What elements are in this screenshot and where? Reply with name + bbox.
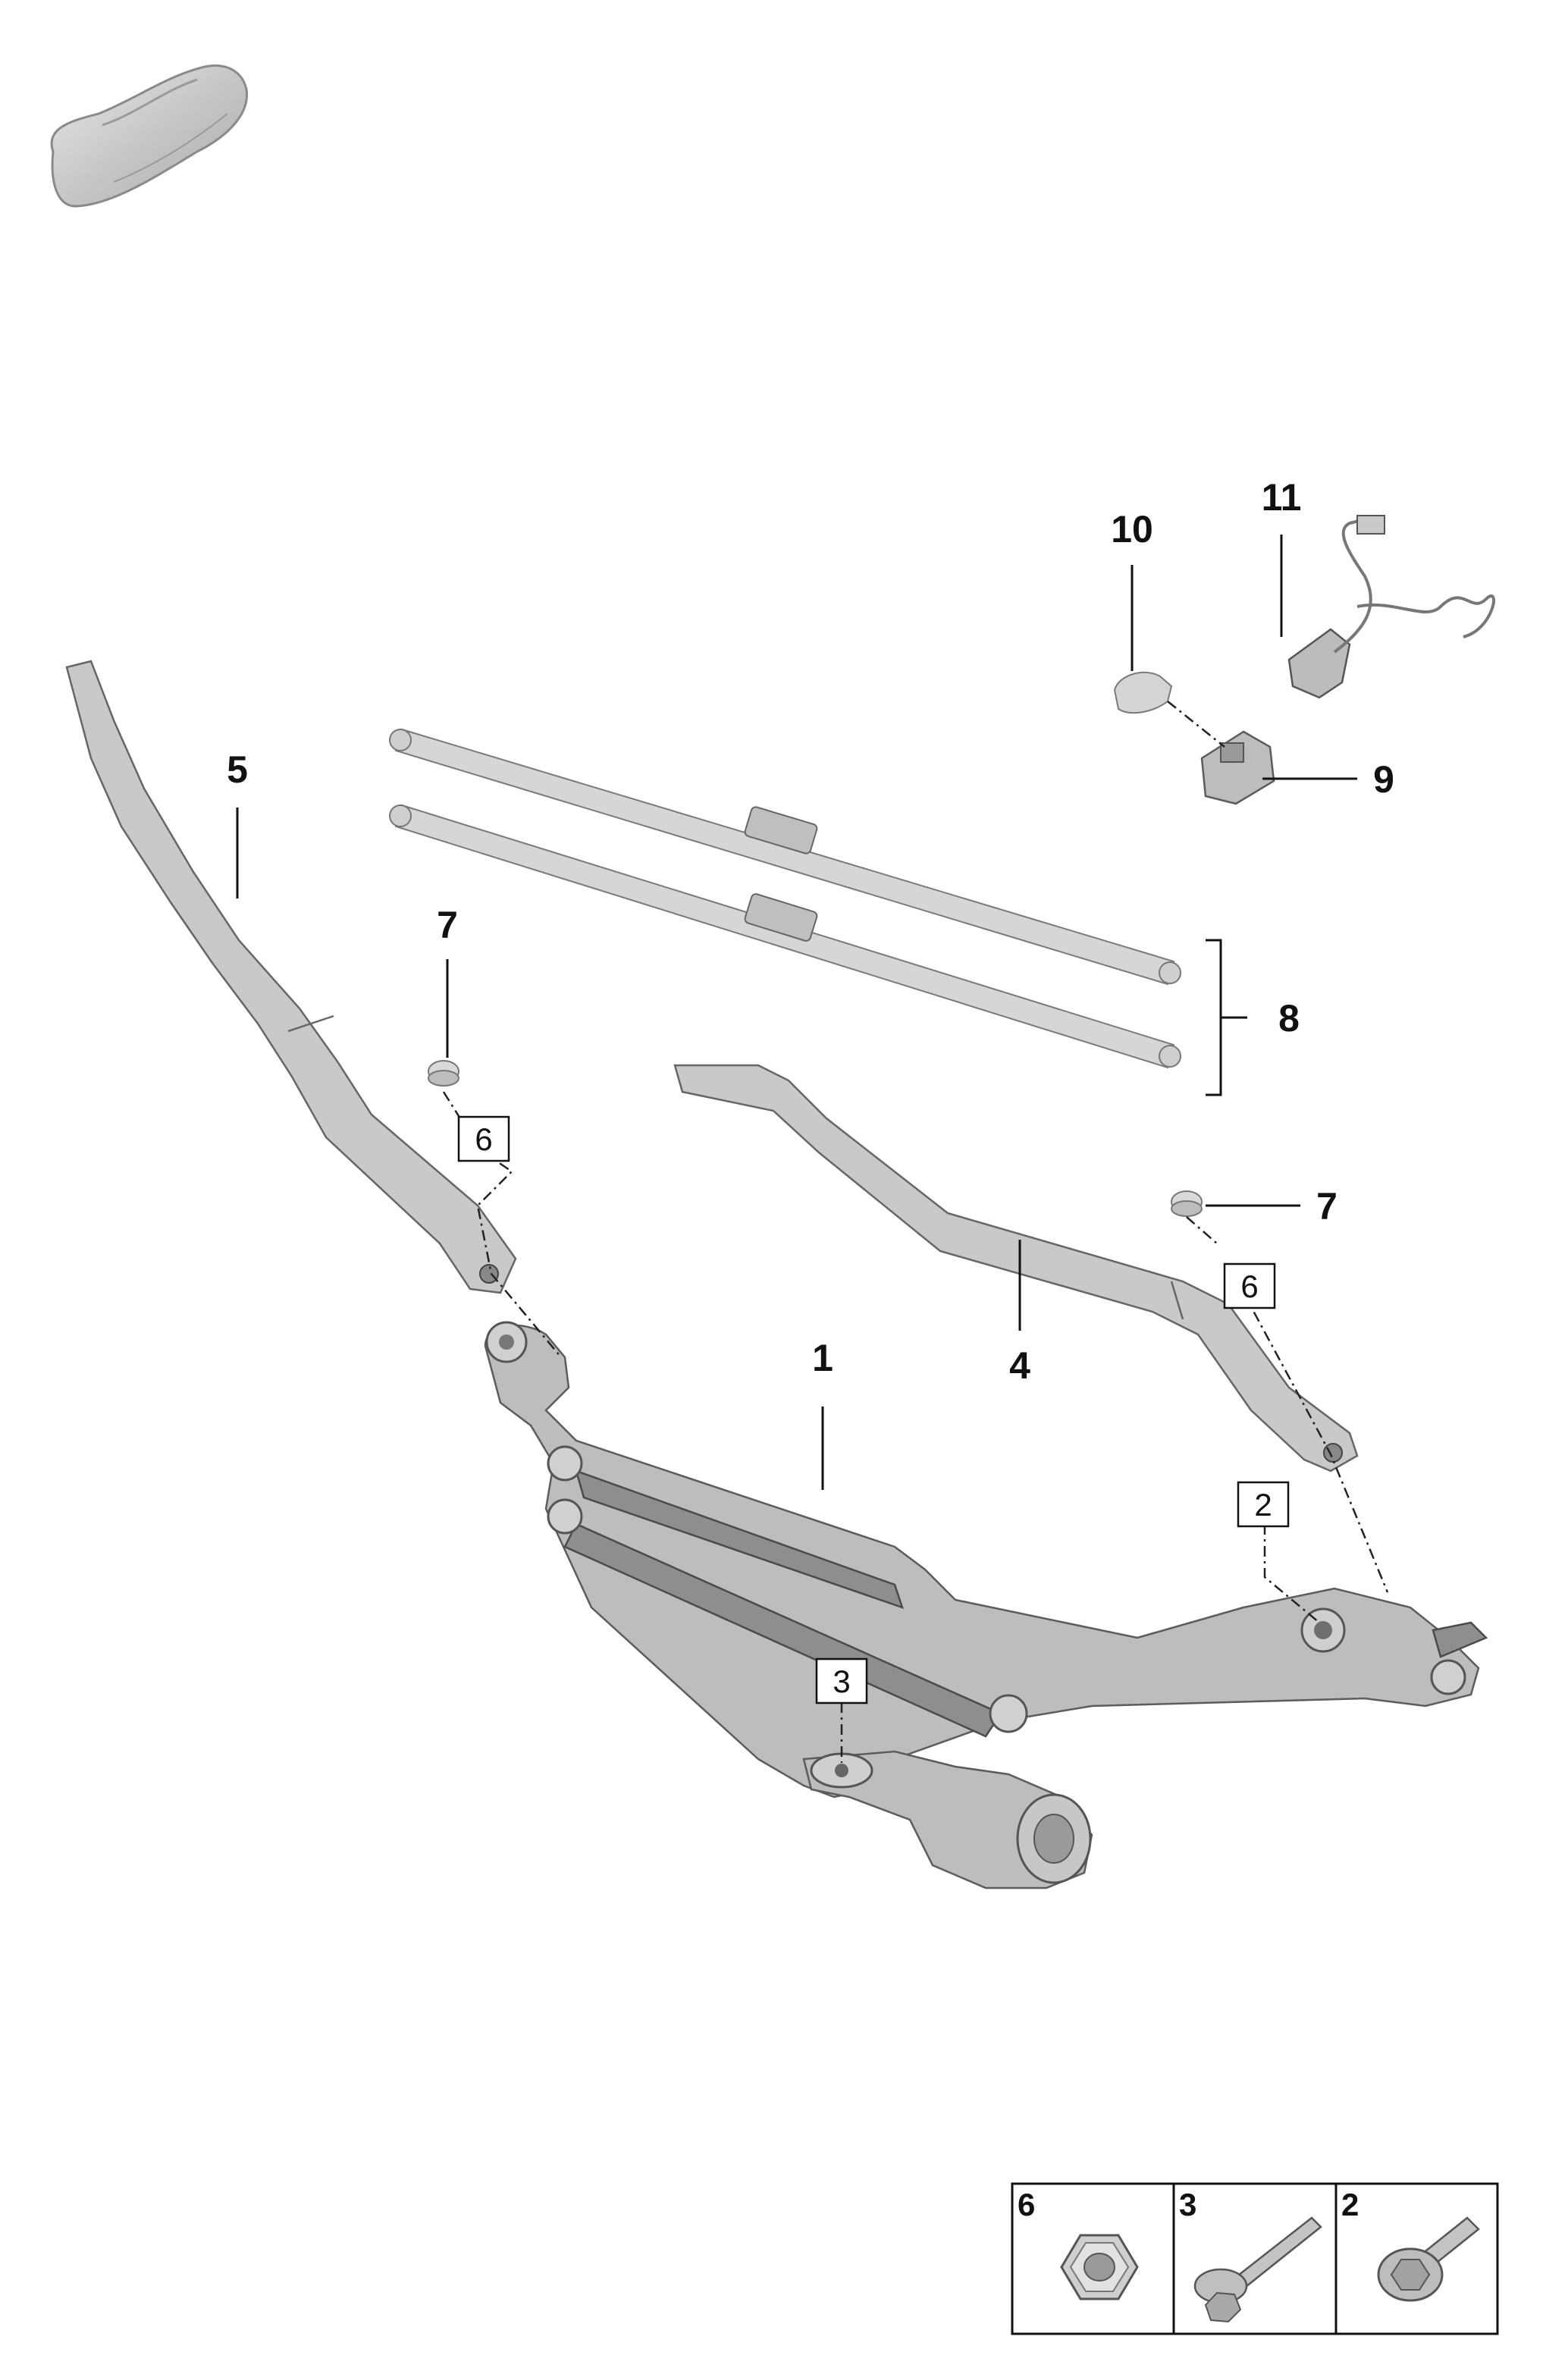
flange-bolt-icon <box>1377 2216 1480 2302</box>
vehicle-orientation-icon <box>50 64 249 208</box>
assembly-line-bolt-2 <box>1263 1524 1320 1623</box>
callout-10: 10 <box>1111 508 1153 550</box>
svg-text:6: 6 <box>475 1121 492 1157</box>
wiper-blade-upper <box>389 728 1181 986</box>
callout-7-right: 7 <box>1316 1185 1338 1228</box>
cover-cap-right <box>1171 1190 1203 1217</box>
rain-light-sensor <box>1200 730 1275 805</box>
boxed-ref-3: 3 <box>815 1657 868 1704</box>
boxed-ref-6-left: 6 <box>457 1115 510 1162</box>
bolt-with-washer-icon <box>1193 2216 1322 2323</box>
boxed-ref-2: 2 <box>1237 1481 1290 1528</box>
wiper-arm-left <box>65 660 517 1294</box>
svg-text:3: 3 <box>833 1664 850 1699</box>
callout-9: 9 <box>1373 758 1394 801</box>
fastener-legend: 6 3 2 <box>1011 2182 1499 2335</box>
svg-text:6: 6 <box>1240 1269 1258 1304</box>
assembly-line-cap-right <box>1186 1216 1218 1244</box>
assembly-line-arm-left <box>476 1149 562 1358</box>
callout-7-left: 7 <box>437 904 458 946</box>
sensor-cover-plate <box>1113 671 1173 714</box>
wiper-linkage-with-motor <box>484 1321 1488 1889</box>
boxed-ref-6-right: 6 <box>1223 1262 1276 1309</box>
callout-11: 11 <box>1262 476 1302 519</box>
legend-label-6: 6 <box>1018 2187 1035 2222</box>
hex-nut-icon <box>1060 2234 1139 2300</box>
callout-1: 1 <box>812 1337 833 1379</box>
callout-4: 4 <box>1009 1344 1030 1387</box>
svg-text:2: 2 <box>1254 1487 1272 1523</box>
assembly-line-arm-right <box>1242 1292 1389 1593</box>
wiring-harness <box>1287 515 1495 699</box>
leader-8-bracket <box>1206 939 1247 1096</box>
cover-cap-left <box>428 1060 459 1087</box>
legend-label-3: 3 <box>1179 2187 1196 2222</box>
wiper-blade-lower <box>389 804 1181 1069</box>
callout-8: 8 <box>1278 997 1300 1040</box>
callout-5: 5 <box>227 748 248 791</box>
assembly-line-cover-plate <box>1167 701 1225 748</box>
legend-label-2: 2 <box>1341 2187 1359 2222</box>
